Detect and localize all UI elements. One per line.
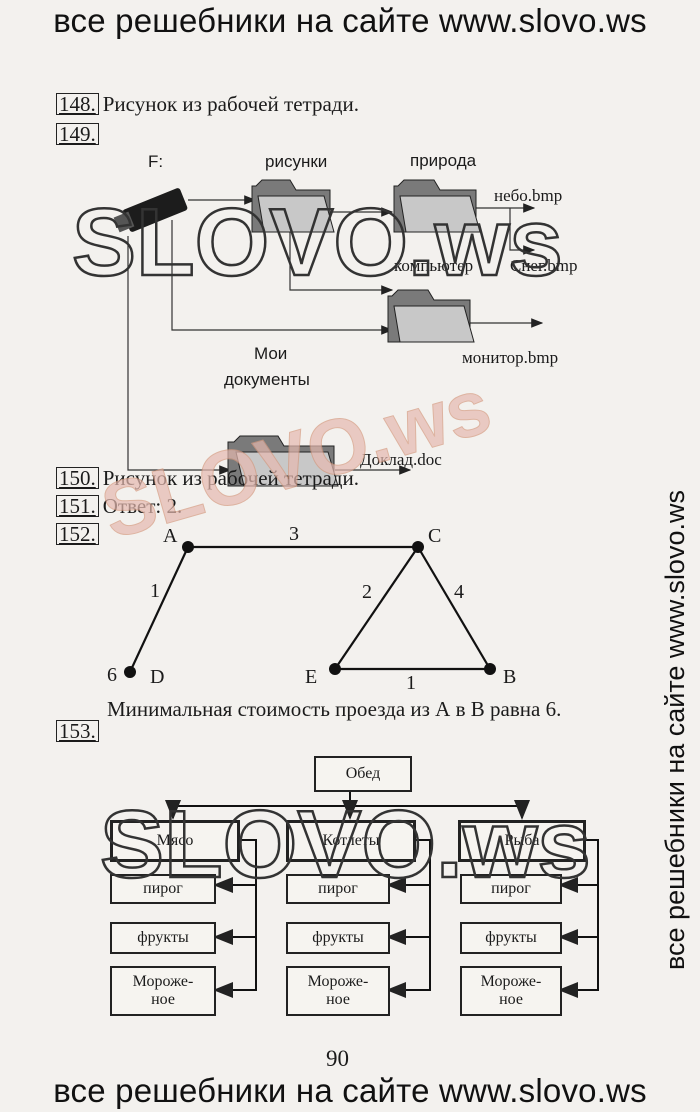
exercise-text: Ответ: 2. xyxy=(102,494,183,518)
folder-label-nature: природа xyxy=(410,151,477,170)
folder-icon-nature xyxy=(393,179,481,233)
node-d-extra-label: 6 xyxy=(107,664,117,686)
file-label-snow: Снег.bmp xyxy=(510,256,578,275)
tree-item-icecream: Мороже- ное xyxy=(110,966,216,1016)
tree-item-icecream: Мороже- ное xyxy=(460,966,562,1016)
weighted-graph xyxy=(124,541,496,678)
exercise-number: 149. xyxy=(56,123,99,145)
tree-category-cutlets: Котлеты xyxy=(286,820,416,862)
exercise-number: 151. xyxy=(56,495,99,517)
node-label-a: A xyxy=(163,525,178,547)
exercise-number: 150. xyxy=(56,467,99,489)
tree-item-pie: пирог xyxy=(110,874,216,904)
tree-category-fish: Рыба xyxy=(458,820,586,862)
tree-item-icecream: Мороже- ное xyxy=(286,966,390,1016)
exercise-number: 152. xyxy=(56,523,99,545)
file-label-sky: небо.bmp xyxy=(494,186,563,205)
exercise-text: Рисунок из рабочей тетради. xyxy=(102,92,359,116)
edge-weight-ce: 2 xyxy=(362,581,372,603)
graph-node-d xyxy=(124,666,136,678)
edge-weight-ac: 3 xyxy=(289,523,299,545)
node-label-c: C xyxy=(428,525,442,547)
folder-label-pictures: рисунки xyxy=(265,152,328,171)
folder-icon-my-documents xyxy=(227,435,339,487)
tree-item-fruit: фрукты xyxy=(110,922,216,954)
graph-node-e xyxy=(329,663,341,675)
flash-drive-icon xyxy=(113,188,188,233)
file-label-monitor: монитор.bmp xyxy=(462,348,559,367)
graph-answer: Минимальная стоимость проезда из А в В р… xyxy=(107,697,562,721)
exercise-text: Рисунок из рабочей тетради. xyxy=(102,466,359,490)
folder-label-computer: компьютер xyxy=(394,256,474,275)
folder-label-mydocs-line1: Мои xyxy=(254,344,288,363)
node-label-d: D xyxy=(150,666,165,688)
tree-root-lunch: Обед xyxy=(314,756,412,792)
edge-weight-eb: 1 xyxy=(406,672,416,694)
edge-weight-cb: 4 xyxy=(454,581,464,603)
tree-item-pie: пирог xyxy=(286,874,390,904)
exercise-152: 152. xyxy=(56,522,103,547)
exercise-149: 149. xyxy=(56,122,103,147)
tree-item-fruit: фрукты xyxy=(286,922,390,954)
exercise-151: 151.Ответ: 2. xyxy=(56,494,182,519)
graph-node-c xyxy=(412,541,424,553)
site-banner-bottom: все решебники на сайте www.slovo.ws xyxy=(53,1072,647,1109)
folder-icon-computer xyxy=(387,289,475,343)
exercise-number: 153. xyxy=(56,720,99,742)
node-label-e: E xyxy=(305,666,318,688)
drive-label: F: xyxy=(148,152,164,171)
tree-item-pie: пирог xyxy=(460,874,562,904)
edge-weight-ad: 1 xyxy=(150,580,160,602)
page-number: 90 xyxy=(326,1046,349,1071)
file-label-report: Доклад.doc xyxy=(360,450,442,469)
folder-label-mydocs-line2: документы xyxy=(224,370,310,389)
folder-icon-pictures xyxy=(251,179,335,233)
exercise-150: 150.Рисунок из рабочей тетради. xyxy=(56,466,359,491)
site-banner-top: все решебники на сайте www.slovo.ws xyxy=(53,2,647,39)
tree-item-fruit: фрукты xyxy=(460,922,562,954)
tree-category-meat: Мясо xyxy=(110,820,240,862)
graph-node-b xyxy=(484,663,496,675)
lunch-tree-connectors xyxy=(165,792,599,998)
exercise-153: 153. xyxy=(56,719,103,744)
node-label-b: B xyxy=(503,666,517,688)
graph-node-a xyxy=(182,541,194,553)
exercise-148: 148.Рисунок из рабочей тетради. xyxy=(56,92,359,117)
exercise-number: 148. xyxy=(56,93,99,115)
